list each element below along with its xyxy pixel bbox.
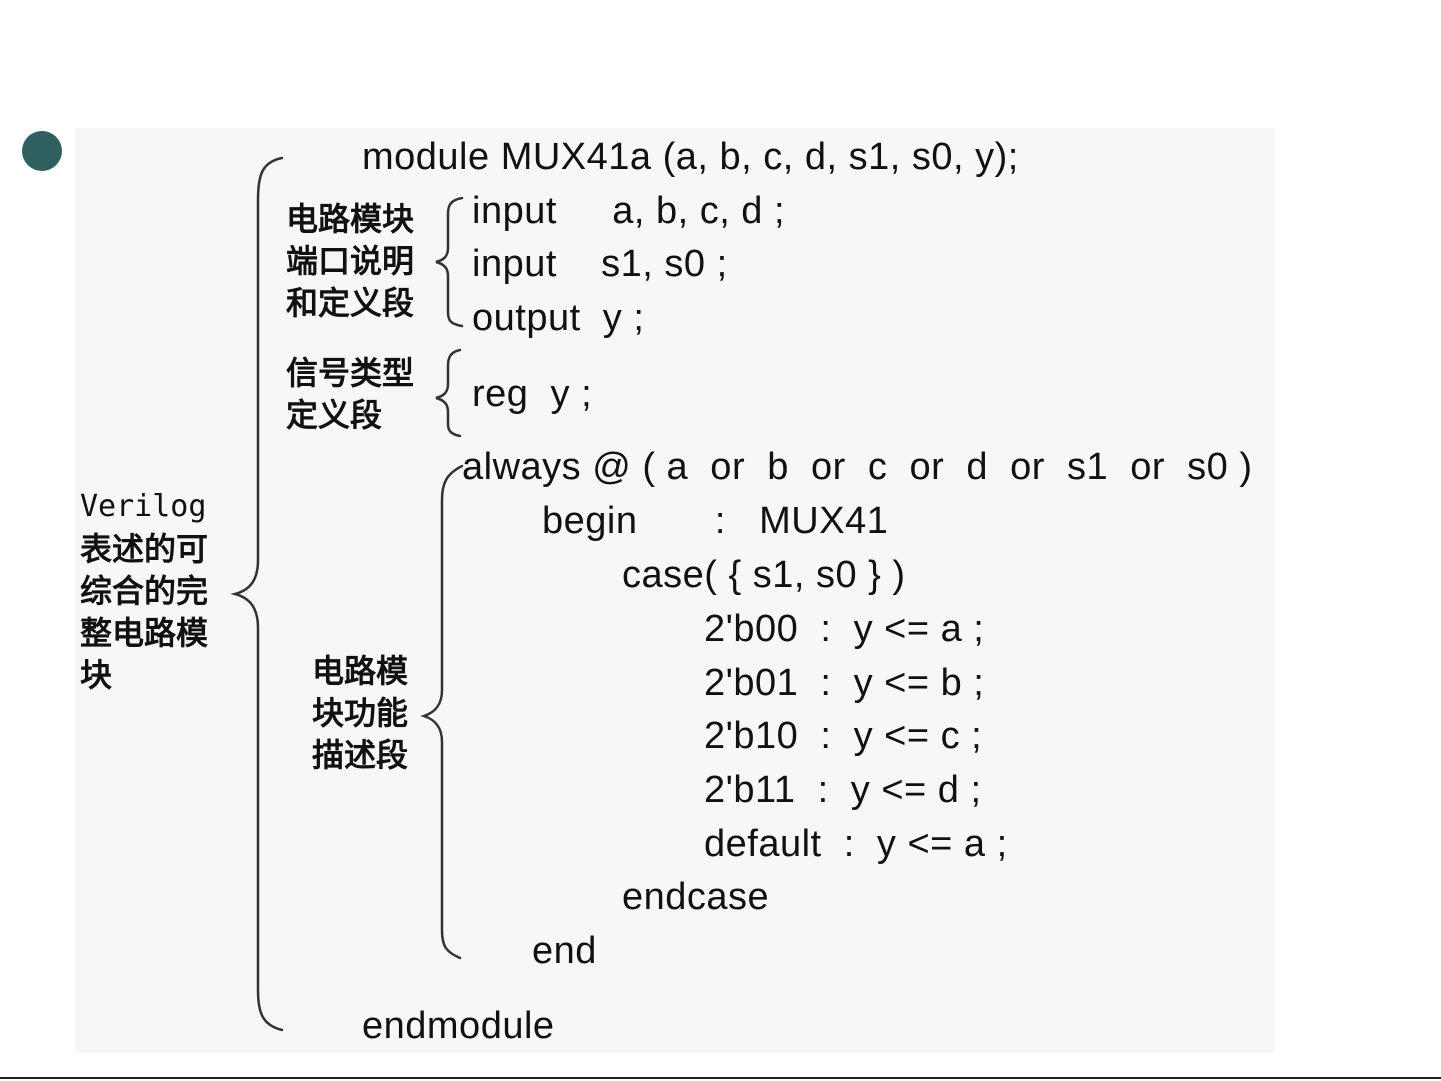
outer-brace (230, 156, 284, 1032)
code-input-s1s0: input s1, s0 ; (472, 243, 728, 285)
code-always: always @ ( a or b or c or d or s1 or s0 … (462, 446, 1253, 488)
label-whole-line: 表述的可 (80, 530, 209, 568)
code-reg-y: reg y ; (472, 373, 593, 415)
code-default: default : y <= a ; (704, 823, 1008, 865)
code-input-abcd: input a, b, c, d ; (472, 190, 786, 232)
signal-brace (435, 348, 462, 438)
bullet-dot (22, 131, 62, 171)
label-function-line: 电路模 (312, 652, 409, 690)
function-brace (420, 464, 464, 960)
label-port-section: 电路模块 端口说明 和定义段 (286, 198, 414, 324)
label-signal-section: 信号类型 定义段 (286, 352, 414, 436)
code-case-10: 2'b10 : y <= c ; (704, 715, 983, 757)
label-whole-line: 综合的完 (80, 572, 209, 610)
code-case-11: 2'b11 : y <= d ; (704, 769, 982, 811)
code-output-y: output y ; (472, 297, 645, 339)
code-case-01: 2'b01 : y <= b ; (704, 662, 985, 704)
label-whole-module: Verilog 表述的可 综合的完 整电路模 块 (80, 486, 208, 696)
diagram-panel (75, 128, 1275, 1053)
label-port-line: 和定义段 (286, 284, 415, 322)
label-function-line: 描述段 (312, 736, 409, 774)
label-signal-line: 信号类型 (286, 354, 415, 392)
label-whole-line: 块 (80, 656, 113, 694)
code-case-00: 2'b00 : y <= a ; (704, 608, 985, 650)
label-port-line: 端口说明 (286, 242, 415, 280)
code-endmodule: endmodule (362, 1005, 555, 1047)
label-whole-line: 整电路模 (80, 614, 209, 652)
label-function-section: 电路模 块功能 描述段 (312, 650, 408, 776)
code-endcase: endcase (622, 876, 770, 918)
bottom-divider (0, 1077, 1441, 1079)
label-signal-line: 定义段 (286, 396, 383, 434)
code-begin: begin : MUX41 (542, 500, 889, 542)
label-function-line: 块功能 (312, 694, 409, 732)
label-port-line: 电路模块 (286, 200, 415, 238)
port-brace (435, 196, 464, 328)
code-module-line: module MUX41a (a, b, c, d, s1, s0, y); (362, 136, 1019, 178)
label-whole-line: Verilog (80, 489, 207, 524)
code-case: case( { s1, s0 } ) (622, 554, 906, 596)
code-end: end (532, 930, 597, 972)
